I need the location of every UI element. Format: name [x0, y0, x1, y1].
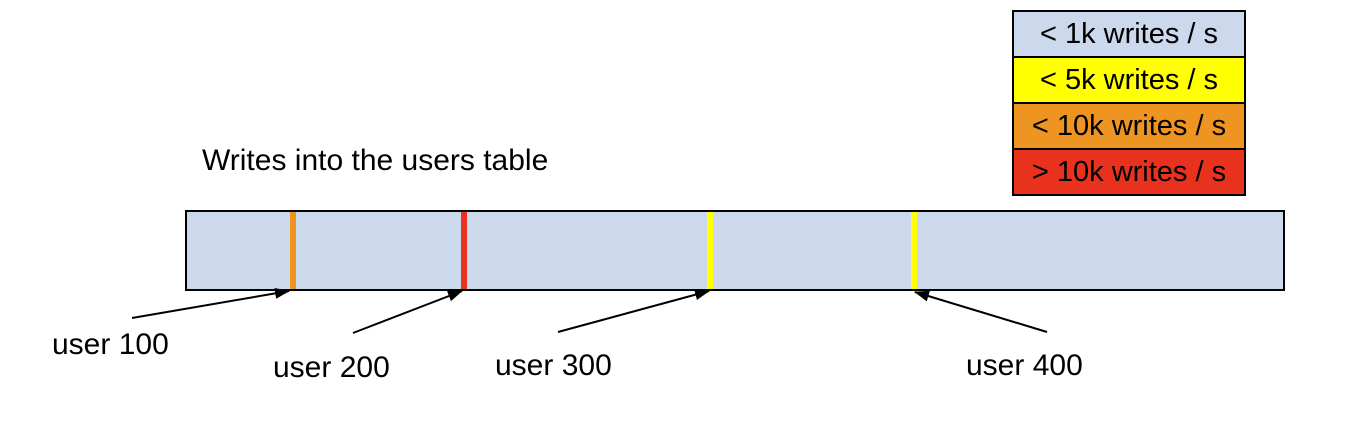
legend-label: < 10k writes / s	[1031, 109, 1227, 142]
legend-swatch-row: < 1k writes / s	[1014, 12, 1244, 58]
arrow-user-200	[352, 290, 463, 334]
legend-label: < 5k writes / s	[1039, 63, 1219, 96]
arrow-user-400	[914, 290, 1048, 333]
user-label: user 300	[495, 349, 612, 382]
write-rate-marker	[290, 212, 296, 289]
user-label: user 200	[273, 351, 390, 384]
user-label: user 400	[966, 349, 1083, 382]
users-table-keyspace-bar	[185, 210, 1285, 291]
legend-label: < 1k writes / s	[1039, 17, 1219, 50]
user-label: user 100	[52, 328, 169, 361]
legend-swatch-row: < 10k writes / s	[1014, 104, 1244, 150]
legend: < 1k writes / s < 5k writes / s < 10k wr…	[1012, 10, 1246, 196]
write-rate-marker	[911, 212, 917, 289]
write-rate-marker	[707, 212, 713, 289]
legend-swatch-row: < 5k writes / s	[1014, 58, 1244, 104]
legend-swatch-row: > 10k writes / s	[1014, 150, 1244, 194]
legend-label: > 10k writes / s	[1031, 155, 1227, 188]
arrow-user-300	[557, 289, 710, 333]
diagram-title: Writes into the users table	[202, 144, 549, 177]
arrow-user-100	[131, 287, 290, 319]
write-rate-marker	[461, 212, 467, 289]
